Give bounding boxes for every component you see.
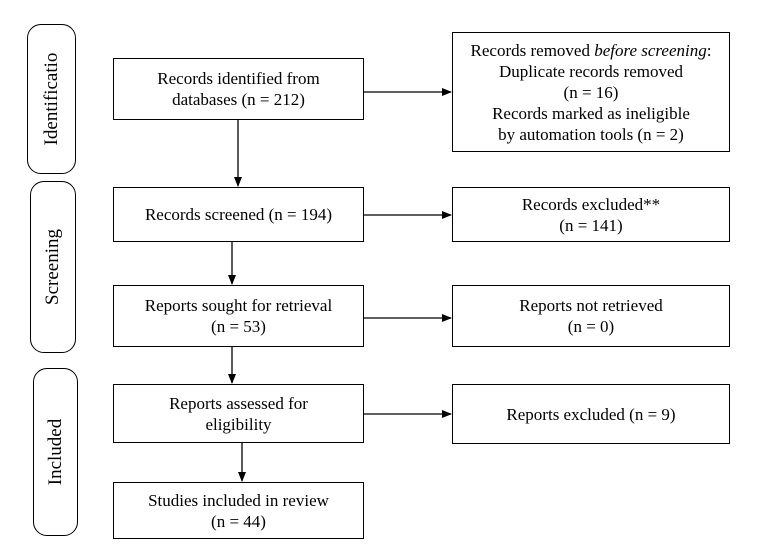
records-excluded-box: Records excluded** (n = 141)	[452, 187, 730, 242]
records-identified-line2: databases (n = 212)	[172, 90, 305, 109]
phase-identification: Identificatio	[27, 24, 76, 174]
records-identified-line1: Records identified from	[157, 69, 320, 88]
reports-sought-line1: Reports sought for retrieval	[144, 296, 333, 315]
records-removed-line1: Records removed before screening:	[470, 40, 712, 60]
reports-not-retrieved-line2: (n = 0)	[567, 317, 615, 336]
records-excluded-line2: (n = 141)	[559, 215, 623, 235]
reports-not-retrieved-box: Reports not retrieved (n = 0)	[452, 285, 730, 347]
phase-included: Included	[33, 368, 78, 536]
studies-included-line2: (n = 44)	[211, 511, 266, 531]
records-removed-line3: (n = 16)	[563, 82, 619, 102]
studies-included-line1: Studies included in review	[148, 490, 329, 510]
records-excluded-line1: Records excluded**	[521, 194, 661, 214]
records-identified-box: Records identified from databases (n = 2…	[113, 58, 364, 120]
records-removed-box: Records removed before screening: Duplic…	[452, 32, 730, 152]
studies-included-box: Studies included in review (n = 44)	[113, 482, 364, 539]
reports-assessed-box: Reports assessed for eligibility	[113, 384, 364, 443]
records-screened-box: Records screened (n = 194)	[113, 187, 364, 242]
reports-not-retrieved-line1: Reports not retrieved	[519, 296, 663, 315]
records-screened-line1: Records screened (n = 194)	[144, 205, 333, 224]
reports-assessed-line1: Reports assessed for	[169, 393, 308, 413]
reports-sought-line2: (n = 53)	[211, 317, 266, 336]
records-removed-line2: Duplicate records removed	[498, 61, 684, 81]
records-removed-line5: by automation tools (n = 2)	[498, 124, 684, 144]
reports-excluded-box: Reports excluded (n = 9)	[452, 384, 730, 444]
phase-screening: Screening	[30, 181, 76, 353]
records-removed-line4: Records marked as ineligible	[492, 103, 690, 123]
reports-sought-box: Reports sought for retrieval (n = 53)	[113, 285, 364, 347]
reports-excluded-line1: Reports excluded (n = 9)	[506, 404, 676, 424]
reports-assessed-line2: eligibility	[205, 414, 272, 434]
